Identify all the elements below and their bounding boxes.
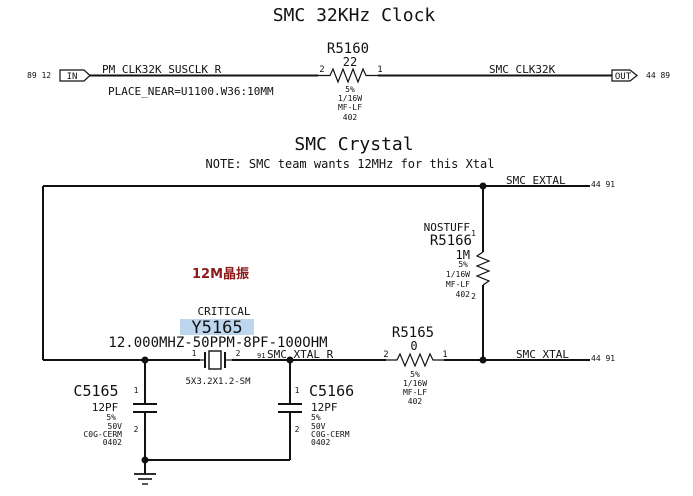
y5165-value: 12.000MHZ-50PPM-8PF-100OHM [108,335,327,351]
r5160-symbol[interactable] [318,67,378,84]
y5165-pin-right: 2 [236,349,241,358]
r5160-pin-left: 2 [319,65,324,75]
ground-icon [134,473,156,485]
r5165-value: 0 [410,339,417,353]
c5165-pin-bottom: 2 [134,425,139,434]
y5165-critical: CRITICAL [198,305,251,318]
in-port-label: IN [67,72,78,82]
r5166-pin-bottom: 2 [471,292,476,301]
r5160-pin-right: 1 [377,65,382,75]
net-smc-extal-ref: 44 91 [591,180,615,189]
net-xtal-r-ref: 91 [257,352,265,360]
r5165-power: 1/16W [403,379,427,388]
net-smc-extal: SMC_EXTAL [506,174,566,187]
c5166-tol: 5% [311,413,321,422]
clock-title: SMC 32KHz Clock [273,5,436,26]
y5165-symbol[interactable] [200,350,232,370]
junction-xtal [479,356,487,364]
r5166-symbol[interactable] [475,251,491,286]
c5166-symbol[interactable] [278,403,302,413]
r5166-type: MF-LF [446,280,470,289]
in-port-flag[interactable] [59,69,91,82]
out-port-ref: 44 89 [646,71,670,80]
net-pm-clk32k: PM_CLK32K_SUSCLK_R [102,63,222,76]
net-smc-clk32k: SMC_CLK32K [489,63,556,76]
c5165-type: C0G-CERM [83,430,122,439]
r5165-tol: 5% [410,370,420,379]
y5165-pin-left: 1 [192,349,197,358]
c5166-pin-top: 1 [295,386,300,395]
r5165-pin-right: 1 [442,350,447,360]
r5165-type: MF-LF [403,388,427,397]
place-near-note: PLACE_NEAR=U1100.W36:10MM [108,85,274,98]
c5166-type: C0G-CERM [311,430,350,439]
c5165-tol: 5% [106,413,116,422]
net-smc-xtal-r: SMC_XTAL_R [267,348,334,361]
r5165-pkg: 402 [408,397,423,406]
r5160-type: MF-LF [338,103,362,112]
net-smc-xtal-ref: 44 91 [591,354,615,363]
c5166-pin-bottom: 2 [295,425,300,434]
c5165-symbol[interactable] [133,403,157,413]
r5166-power: 1/16W [446,270,470,279]
c5166-volt: 50V [311,422,326,431]
r5160-tol: 5% [345,85,355,94]
r5166-ref: R5166 [430,233,472,249]
net-smc-xtal: SMC_XTAL [516,348,569,361]
r5160-ref: R5160 [327,41,369,57]
c5166-ref: C5166 [309,382,354,400]
r5166-pkg: 402 [456,290,471,299]
annotation-12m: 12M晶振 [192,266,249,282]
c5165-ref: C5165 [73,382,118,400]
c5165-volt: 50V [108,422,123,431]
r5166-value: 1M [456,248,470,262]
r5165-pin-left: 2 [383,350,388,360]
y5165-ref-highlight [180,319,254,335]
c5165-pkg: 0402 [103,438,122,447]
r5166-nostuff: NOSTUFF [424,221,470,234]
c5166-pkg: 0402 [311,438,330,447]
c5165-pin-top: 1 [134,386,139,395]
in-port-ref: 89 12 [27,71,51,80]
out-port-flag[interactable] [611,69,638,82]
r5160-pkg: 402 [343,113,358,122]
r5166-pin-top: 1 [471,229,476,238]
c5165-value: 12PF [92,401,119,414]
r5166-tol: 5% [458,260,468,269]
crystal-note: NOTE: SMC team wants 12MHz for this Xtal [206,157,495,171]
r5165-ref: R5165 [392,325,434,341]
y5165-ref: Y5165 [191,318,242,338]
out-port-label: OUT [615,72,632,82]
y5165-pkg: 5X3.2X1.2-SM [185,377,251,387]
r5160-value: 22 [343,55,357,69]
r5165-symbol[interactable] [386,352,444,368]
c5166-value: 12PF [311,401,338,414]
r5160-power: 1/16W [338,94,362,103]
crystal-title: SMC Crystal [294,134,413,155]
